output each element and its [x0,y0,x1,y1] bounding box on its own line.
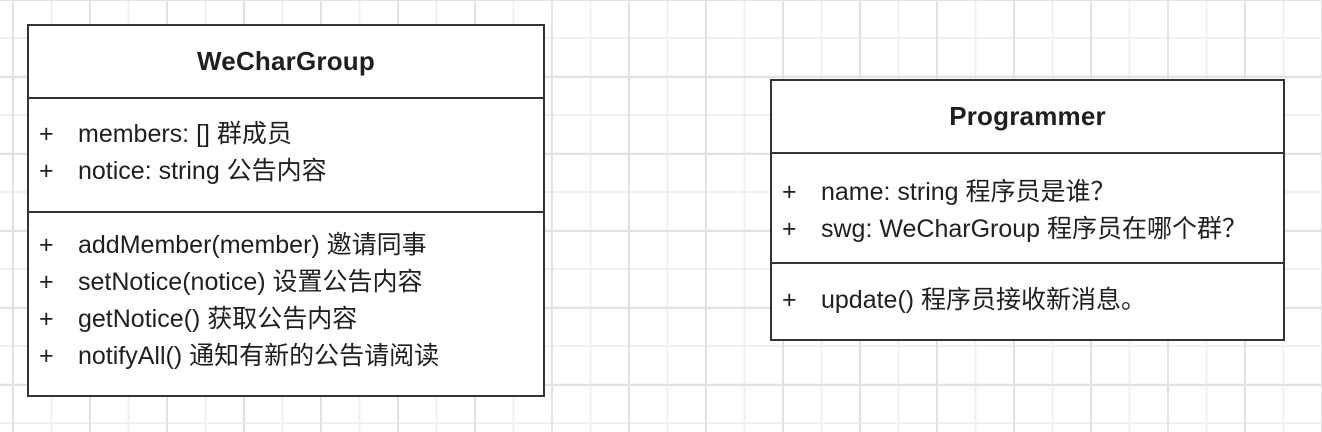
attribute-row: + swg: WeCharGroup 程序员在哪个群？ [772,211,1283,248]
attribute-row: + name: string 程序员是谁？ [772,174,1283,211]
visibility-symbol: + [39,120,54,148]
method-row: + getNotice() 获取公告内容 [29,301,543,338]
method-row: + update() 程序员接收新消息。 [772,282,1283,319]
method-row: + notifyAll() 通知有新的公告请阅读 [29,338,543,375]
method-row: + setNotice(notice) 设置公告内容 [29,264,543,301]
class-title: Programmer [772,81,1283,154]
method-text: getNotice() 获取公告内容 [78,305,358,333]
visibility-symbol: + [39,342,54,370]
attribute-text: notice: string 公告内容 [78,157,327,185]
visibility-symbol: + [39,157,54,185]
attribute-row: + notice: string 公告内容 [29,153,543,190]
class-box-programmer[interactable]: Programmer + name: string 程序员是谁？ + swg: We… [770,79,1285,341]
attribute-text: members: [] 群成员 [78,120,292,148]
attribute-text: swg: WeCharGroup 程序员在哪个群？ [821,215,1248,243]
attributes-section: + name: string 程序员是谁？ + swg: WeCharGroup 程… [772,154,1283,264]
method-text: update() 程序员接收新消息。 [821,286,1147,314]
class-box-wechargroup[interactable]: WeCharGroup + members: [] 群成员 + notice: st… [27,24,545,397]
methods-section: + addMember(member) 邀请同事 + setNotice(notic… [29,213,543,393]
attribute-text: name: string 程序员是谁？ [821,178,1116,206]
method-text: addMember(member) 邀请同事 [78,231,427,259]
visibility-symbol: + [39,231,54,259]
class-title: WeCharGroup [29,26,543,99]
method-text: setNotice(notice) 设置公告内容 [78,268,423,296]
visibility-symbol: + [782,215,797,243]
visibility-symbol: + [39,268,54,296]
visibility-symbol: + [39,305,54,333]
visibility-symbol: + [782,286,797,314]
method-text: notifyAll() 通知有新的公告请阅读 [78,342,440,370]
attributes-section: + members: [] 群成员 + notice: string 公告内容 [29,99,543,213]
visibility-symbol: + [782,178,797,206]
methods-section: + update() 程序员接收新消息。 [772,264,1283,337]
attribute-row: + members: [] 群成员 [29,116,543,153]
method-row: + addMember(member) 邀请同事 [29,227,543,264]
